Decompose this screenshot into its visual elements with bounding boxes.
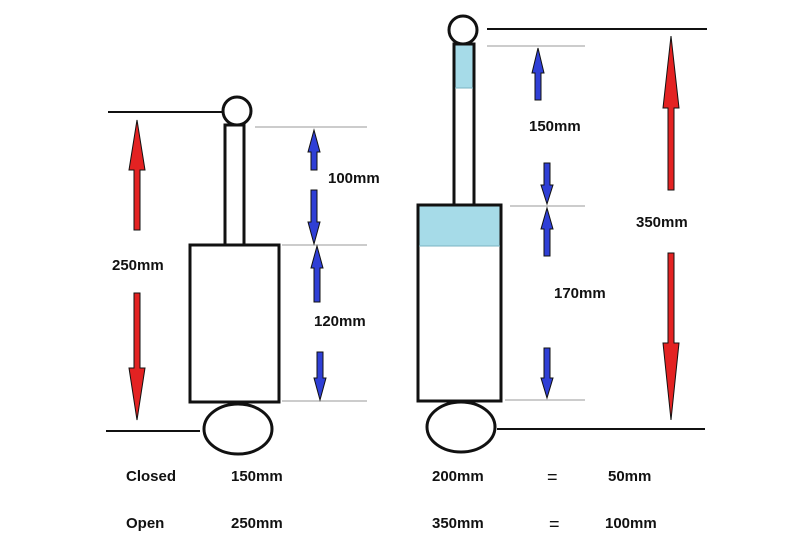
- left-total-up-arrow: [128, 119, 146, 231]
- right-body-up-arrow: [540, 206, 554, 257]
- left-total-label: 250mm: [112, 257, 164, 274]
- left-shock: 250mm 100mm 120mm: [106, 95, 380, 456]
- left-shock-body: [188, 243, 281, 404]
- left-body-up-arrow: [310, 244, 324, 303]
- left-top-eye: [221, 95, 253, 127]
- left-body-down-arrow: [313, 351, 327, 402]
- closed-equals-sign: =: [547, 467, 558, 487]
- right-total-label: 350mm: [636, 214, 688, 231]
- right-shock: 350mm 150mm 170mm: [416, 14, 707, 454]
- comparison-table: Closed 150mm 200mm = 50mm Open 250mm 350…: [126, 467, 657, 534]
- right-shaft-down-arrow: [540, 162, 554, 206]
- right-shaft-label: 150mm: [529, 118, 581, 135]
- left-body-label: 120mm: [314, 313, 366, 330]
- right-body-fluid: [419, 206, 500, 246]
- open-equals-sign: =: [549, 514, 560, 534]
- right-shaft-up-arrow: [531, 47, 545, 101]
- open-middle-value: 350mm: [432, 515, 484, 532]
- closed-middle-value: 200mm: [432, 468, 484, 485]
- closed-left-value: 150mm: [231, 468, 283, 485]
- left-shaft-down-arrow: [307, 189, 321, 246]
- open-result-value: 100mm: [605, 515, 657, 532]
- right-shaft-fluid: [455, 45, 473, 88]
- closed-result-value: 50mm: [608, 468, 651, 485]
- closed-label: Closed: [126, 468, 176, 485]
- left-total-down-arrow: [128, 292, 146, 421]
- open-left-value: 250mm: [231, 515, 283, 532]
- left-shaft-label: 100mm: [328, 170, 380, 187]
- right-total-down-arrow: [662, 252, 680, 421]
- closed-row: Closed 150mm 200mm = 50mm: [126, 467, 651, 487]
- right-body-label: 170mm: [554, 285, 606, 302]
- right-bottom-eye: [425, 400, 497, 454]
- left-bottom-eye: [202, 402, 274, 456]
- open-row: Open 250mm 350mm = 100mm: [126, 514, 657, 534]
- open-label: Open: [126, 515, 164, 532]
- right-total-up-arrow: [662, 35, 680, 191]
- right-top-eye: [447, 14, 479, 46]
- right-body-down-arrow: [540, 347, 554, 400]
- left-shaft-up-arrow: [307, 128, 321, 171]
- left-piston-shaft: [223, 123, 246, 247]
